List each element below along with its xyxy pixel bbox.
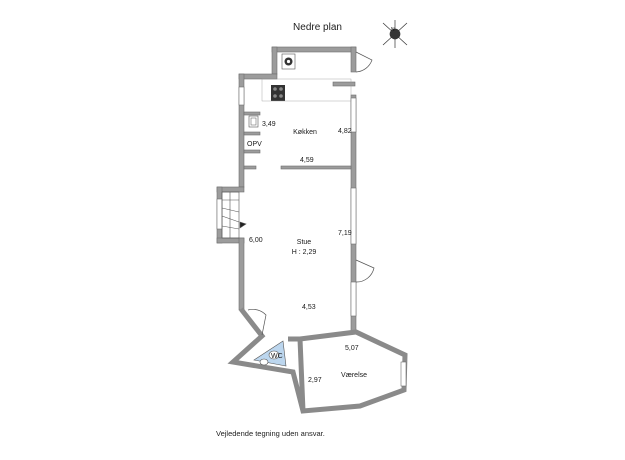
dim-bedroom-width: 2,97 (308, 377, 322, 384)
room-label-living: Stue (297, 239, 312, 246)
disclaimer-text: Vejledende tegning uden ansvar. (216, 429, 325, 438)
compass-label: N (391, 27, 395, 33)
dim-kitchen-width: 4,82 (338, 128, 352, 135)
dim-kitchen-length: 4,59 (300, 157, 314, 164)
plan-title: Nedre plan (293, 22, 342, 33)
dim-bedroom-length: 5,07 (345, 345, 359, 352)
dim-opv-width: 3,49 (262, 121, 276, 128)
lower-walls (227, 307, 408, 414)
dim-living-depth: 6,00 (249, 237, 263, 244)
windows (216, 86, 407, 387)
wc-fixtures (253, 340, 287, 367)
room-label-opv: OPV (247, 141, 262, 148)
living-height: H : 2,29 (292, 249, 317, 256)
walls (216, 46, 357, 334)
room-label-kitchen: Køkken (293, 129, 317, 136)
compass-icon (382, 20, 408, 48)
dim-living-length: 4,53 (302, 304, 316, 311)
stairs (221, 191, 247, 239)
kitchen-appliances (248, 53, 352, 128)
dim-living-width: 7,19 (338, 230, 352, 237)
doors (247, 51, 375, 336)
room-label-wc: WC (271, 353, 283, 360)
room-label-bedroom: Værelse (341, 372, 367, 379)
